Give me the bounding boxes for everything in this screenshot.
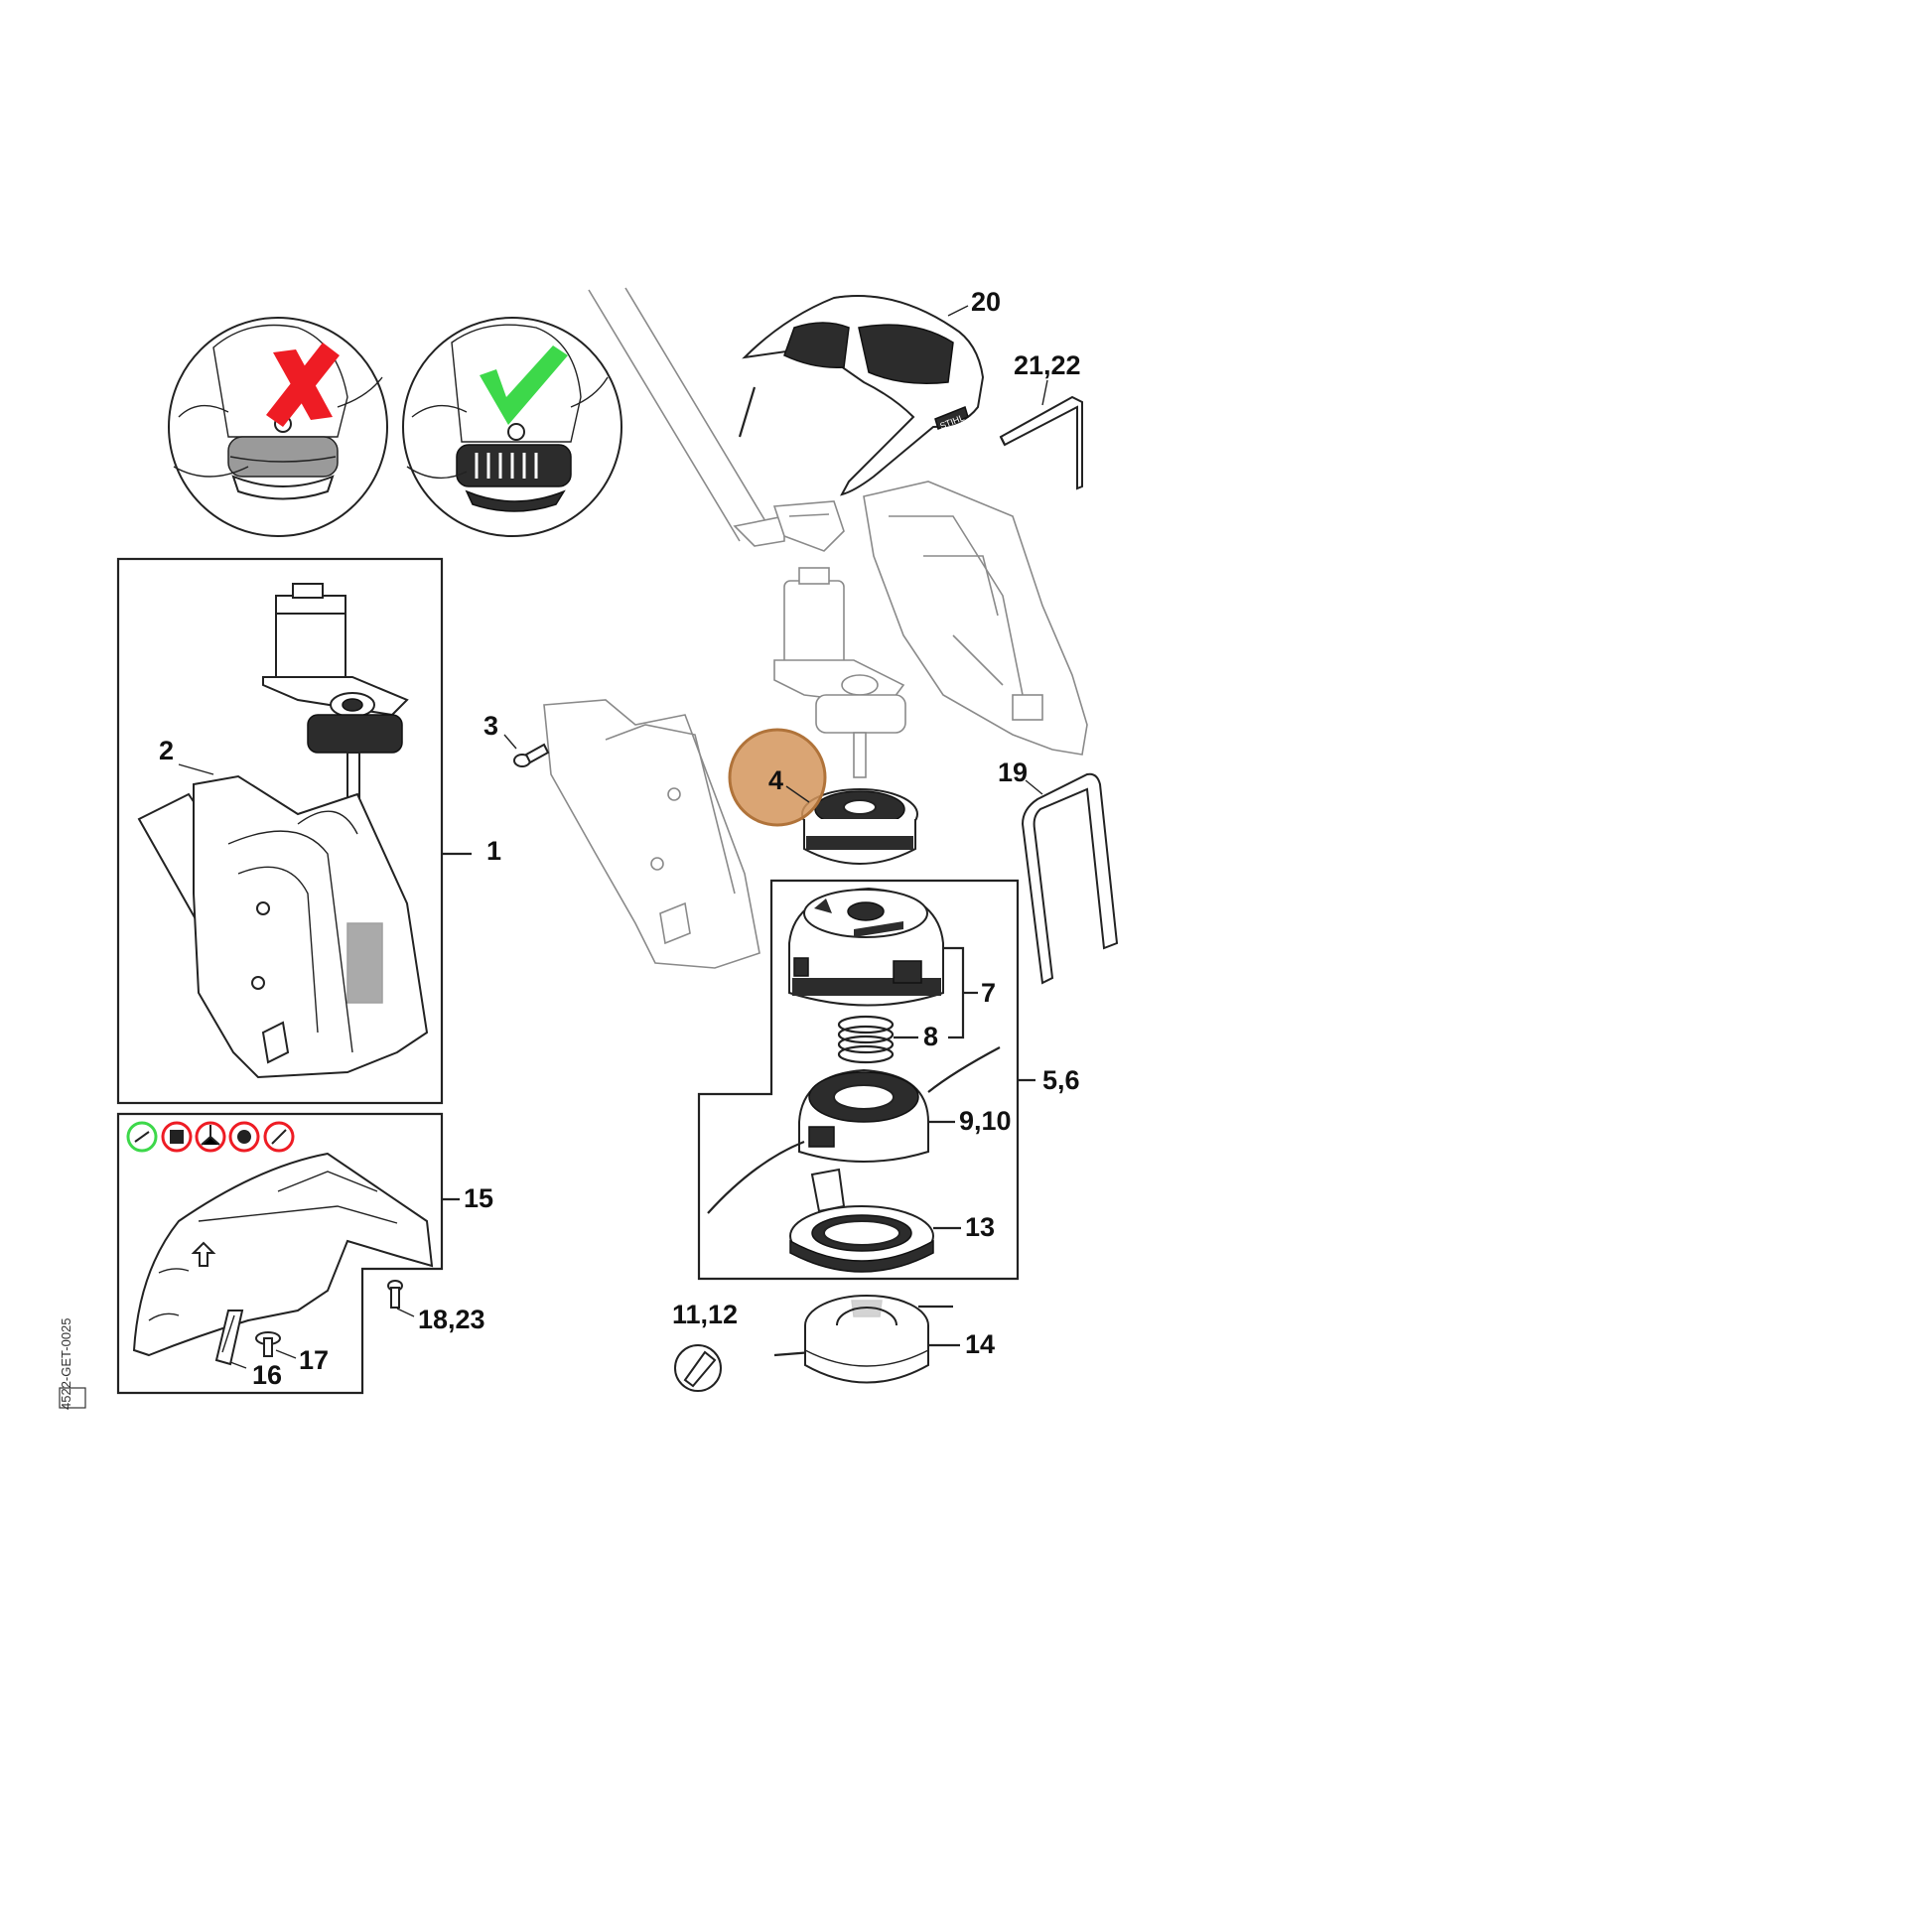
shaft-tube [588,287,785,547]
cap-7 [788,887,944,1007]
highlight-marker-4 [728,728,827,827]
housing-half-inset [137,774,429,1079]
tool-11-12 [674,1344,722,1392]
mowing-head-frame [697,879,1020,1281]
label-part-21-22: 21,22 [1014,350,1081,380]
label-part-14: 14 [965,1329,995,1359]
label-part-1: 1 [486,836,501,866]
label-part-19: 19 [998,758,1028,787]
wrong-assembly-inset [168,317,388,537]
correct-check-icon [480,345,568,425]
label-part-18-23: 18,23 [418,1305,485,1334]
document-code-box [59,1387,86,1409]
left-housing-shell [543,699,760,969]
spring-8 [837,1015,895,1064]
label-part-15: 15 [464,1183,493,1213]
motor-unit-inset [262,583,409,798]
label-part-4: 4 [768,765,783,795]
safety-glasses-20: STIHL [738,295,985,496]
label-part-17: 17 [299,1345,329,1375]
label-part-5-6: 5,6 [1042,1065,1080,1095]
wrong-x-icon [266,343,340,427]
warning-icons [126,1121,295,1153]
handle-bracket [772,500,845,552]
label-part-9-10: 9,10 [959,1106,1012,1136]
label-part-13: 13 [965,1212,995,1242]
deflector-frame [116,1112,444,1395]
housing-assembly-frame [116,557,444,1105]
label-part-11-12: 11,12 [672,1300,738,1329]
screw-17 [255,1331,297,1359]
label-part-2: 2 [159,736,174,765]
document-code: 4522-GET-0025 [59,1317,73,1410]
line-spool-14 [773,1295,953,1384]
correct-assembly-inset [402,317,622,537]
retainer-16 [214,1310,247,1369]
star-wheel-4 [801,788,918,865]
motor-exploded [773,567,906,778]
label-part-8: 8 [923,1022,938,1051]
loop-handle-19 [1021,772,1119,985]
label-part-16: 16 [252,1360,282,1390]
deflector-drawing [132,1152,434,1357]
label-part-3: 3 [483,711,498,741]
right-housing-shell [863,481,1088,756]
label-part-7: 7 [981,978,996,1008]
spool-9-10 [707,1046,1001,1214]
label-part-20: 20 [971,287,1001,317]
screw-18-23 [387,1280,415,1317]
document-code-text: 4522-GET-0025 [59,1317,73,1410]
screw-3 [503,734,550,767]
hex-key-21-22 [999,395,1083,490]
base-13 [789,1168,934,1273]
